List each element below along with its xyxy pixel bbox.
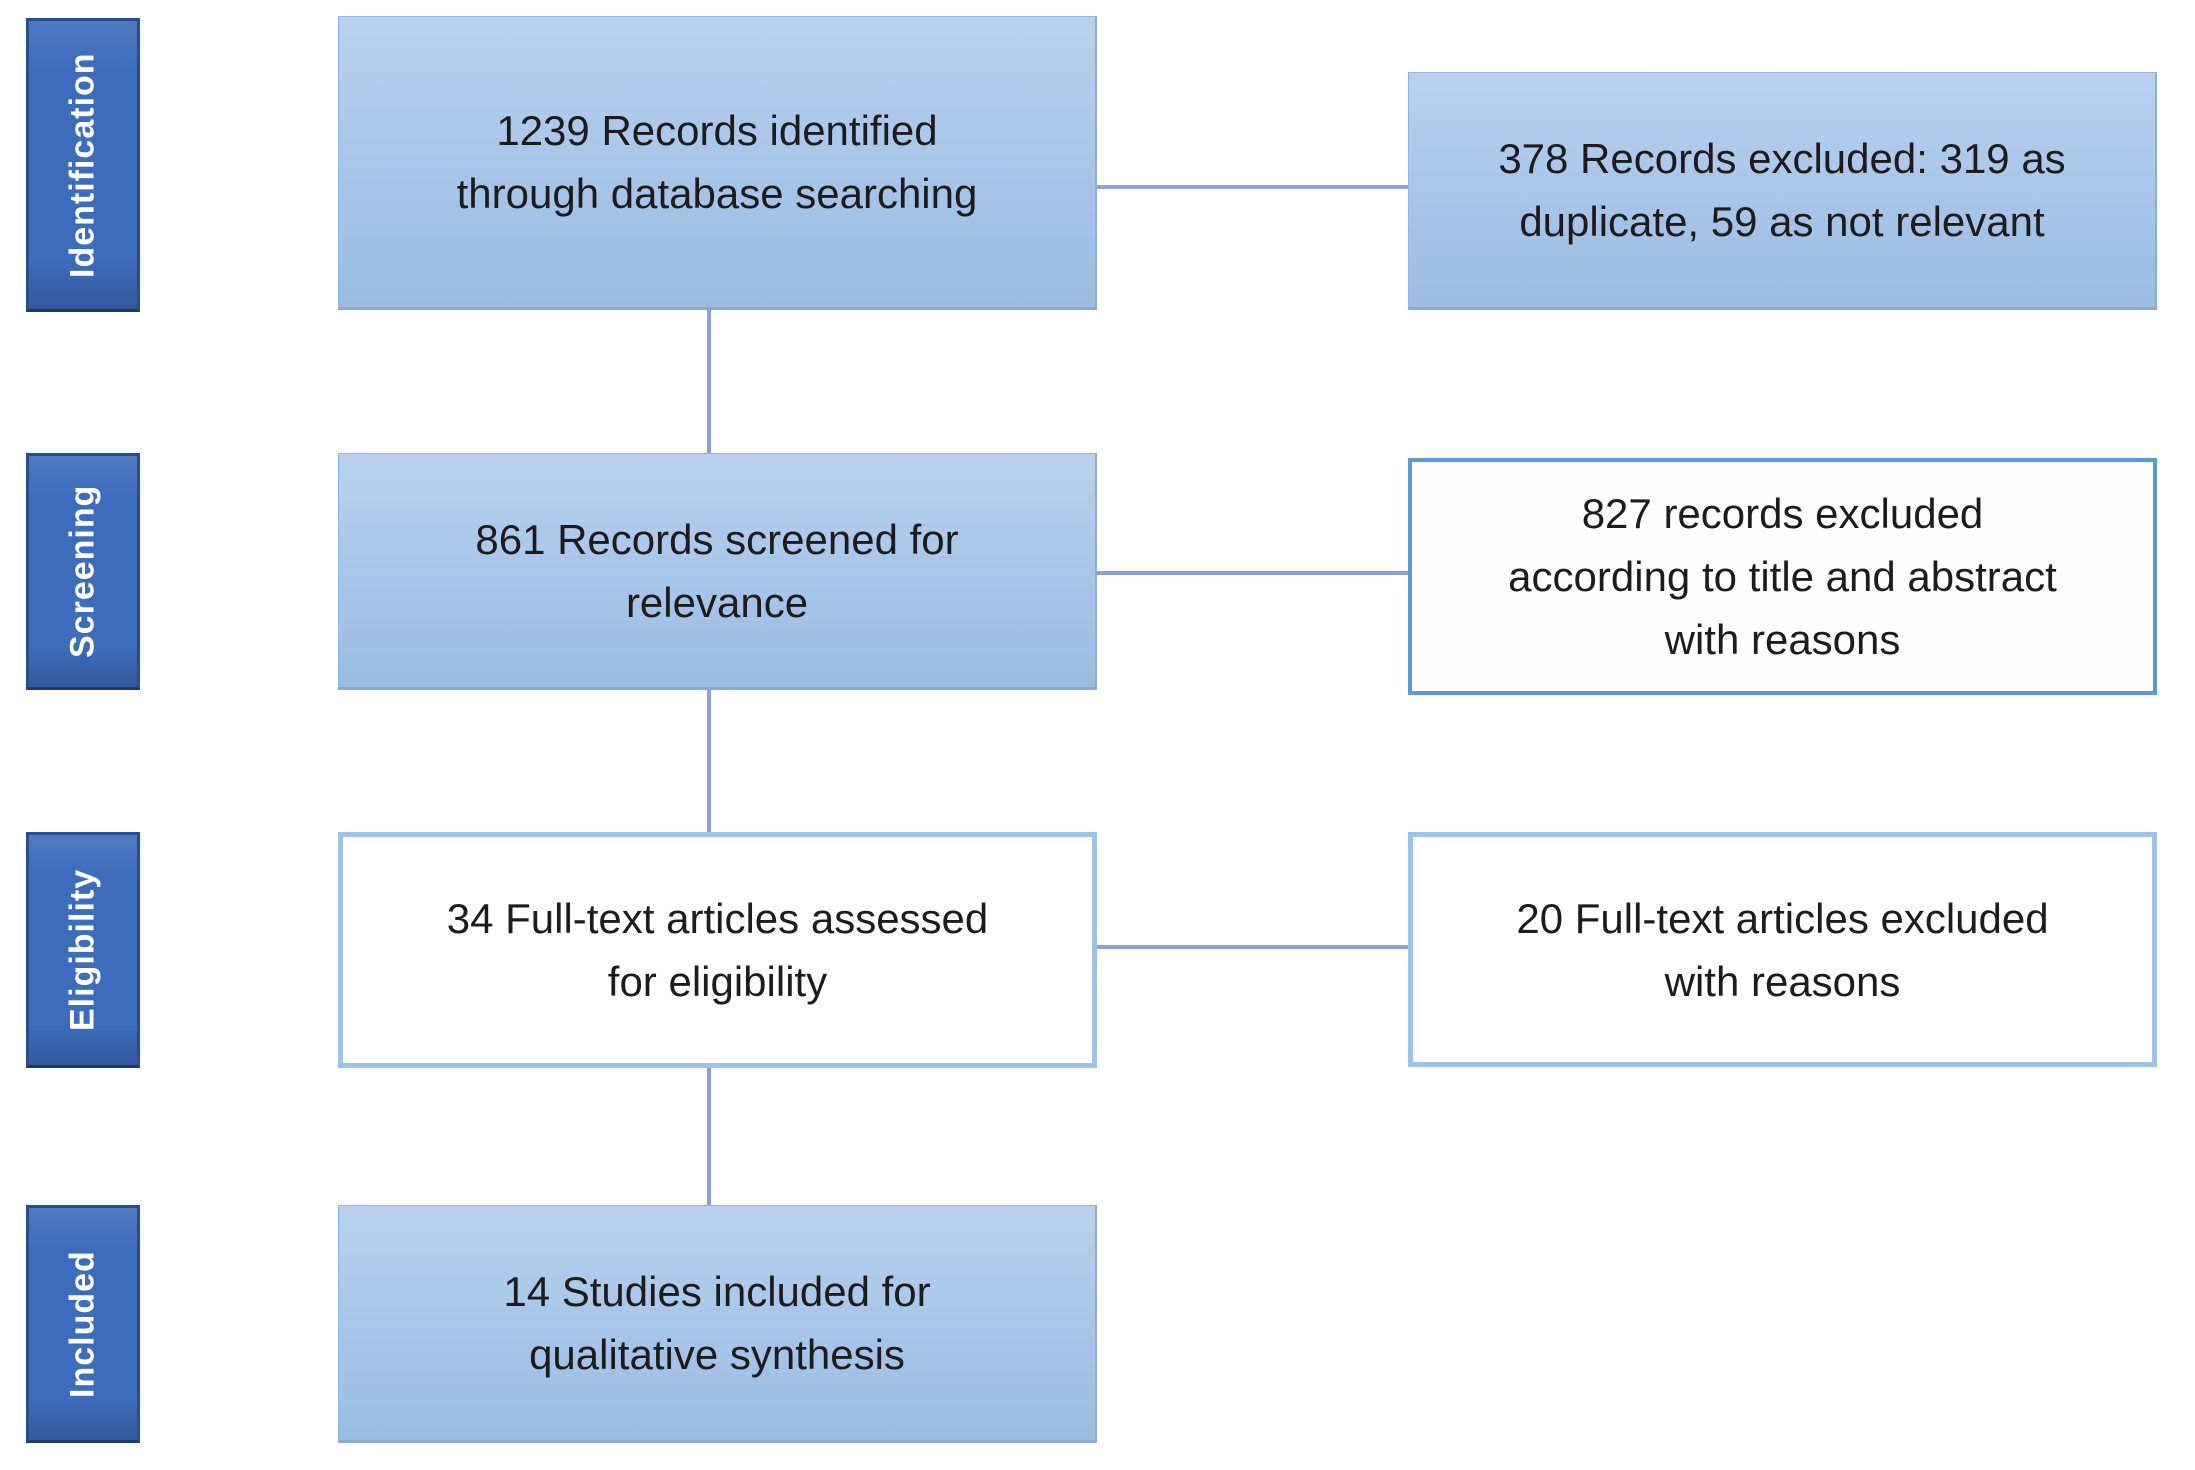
box-records-excluded-duplicates: 378 Records excluded: 319 as duplicate, … <box>1408 72 2157 310</box>
connector-screened-to-excluded <box>1097 571 1408 575</box>
stage-label-eligibility-text: Eligibility <box>63 868 102 1032</box>
box-records-excluded-duplicates-text: 378 Records excluded: 319 as duplicate, … <box>1498 135 2066 245</box>
connector-assessed-to-included <box>707 1068 711 1205</box>
box-records-screened: 861 Records screened for relevance <box>338 453 1097 690</box>
stage-label-included: Included <box>26 1205 140 1443</box>
box-fulltext-excluded-text: 20 Full-text articles excluded with reas… <box>1516 894 2049 1005</box>
connector-identified-to-excluded <box>1097 185 1408 189</box>
box-records-excluded-title-abstract: 827 records excluded according to title … <box>1408 458 2157 695</box>
stage-label-identification: Identification <box>26 18 140 312</box>
connector-identified-to-screened <box>707 310 711 453</box>
stage-label-screening: Screening <box>26 453 140 690</box>
stage-label-eligibility: Eligibility <box>26 832 140 1068</box>
box-records-identified: 1239 Records identified through database… <box>338 16 1097 310</box>
stage-label-screening-text: Screening <box>63 484 102 659</box>
box-fulltext-assessed-text: 34 Full-text articles assessed for eligi… <box>446 895 989 1005</box>
box-records-screened-text: 861 Records screened for relevance <box>475 515 959 626</box>
stage-label-identification-text: Identification <box>63 52 102 278</box>
connector-assessed-to-excluded <box>1097 945 1408 949</box>
box-fulltext-assessed: 34 Full-text articles assessed for eligi… <box>338 832 1097 1068</box>
box-studies-included-text: 14 Studies included for qualitative synt… <box>503 1268 931 1378</box>
stage-label-included-text: Included <box>63 1250 102 1398</box>
box-records-excluded-title-abstract-text: 827 records excluded according to title … <box>1508 490 2057 663</box>
connector-screened-to-assessed <box>707 690 711 832</box>
box-fulltext-excluded: 20 Full-text articles excluded with reas… <box>1408 832 2157 1067</box>
box-studies-included: 14 Studies included for qualitative synt… <box>338 1205 1097 1443</box>
box-records-identified-text: 1239 Records identified through database… <box>456 107 978 217</box>
